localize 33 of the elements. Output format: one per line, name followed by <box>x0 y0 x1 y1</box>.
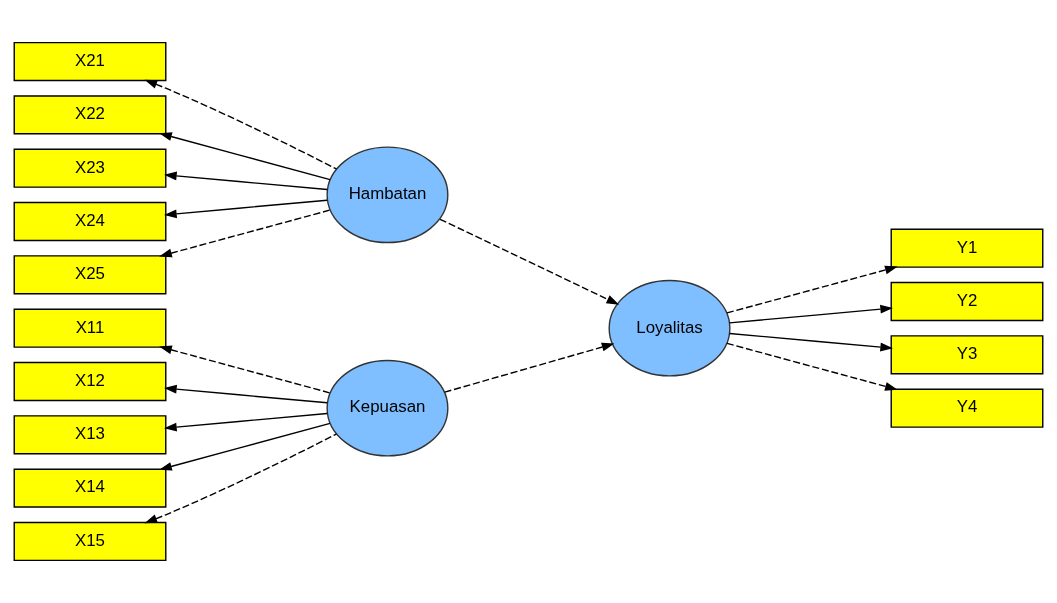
arrow <box>444 342 615 393</box>
node-box: Y4 <box>890 388 1044 428</box>
node-box: X21 <box>13 41 167 82</box>
arrow <box>164 412 328 432</box>
arrow <box>159 132 331 181</box>
arrow <box>164 384 328 404</box>
node-ellipse: Hambatan <box>326 146 449 244</box>
node-box: X25 <box>13 255 167 295</box>
node-box: X14 <box>13 468 167 508</box>
arrow <box>159 209 331 258</box>
arrow <box>439 218 620 305</box>
node-ellipse: Loyalitas <box>608 279 731 377</box>
node-ellipse: Kepuasan <box>326 359 449 457</box>
node-box: X23 <box>13 148 167 188</box>
arrow <box>144 433 338 524</box>
node-box: Y3 <box>890 335 1044 375</box>
arrow <box>164 171 328 191</box>
arrow <box>164 199 328 219</box>
node-box: X15 <box>13 521 167 562</box>
arrow <box>728 332 893 352</box>
node-box: X11 <box>13 308 167 348</box>
arrow <box>159 422 331 471</box>
arrow <box>159 345 331 394</box>
node-box: Y2 <box>890 281 1044 322</box>
node-box: X12 <box>13 361 167 402</box>
node-box: X24 <box>13 201 167 242</box>
node-box: X13 <box>13 415 167 455</box>
arrow <box>144 79 338 170</box>
arrow <box>726 342 898 391</box>
node-box: X22 <box>13 95 167 135</box>
arrow <box>728 304 893 324</box>
node-box: Y1 <box>890 228 1044 268</box>
arrow <box>726 265 898 314</box>
